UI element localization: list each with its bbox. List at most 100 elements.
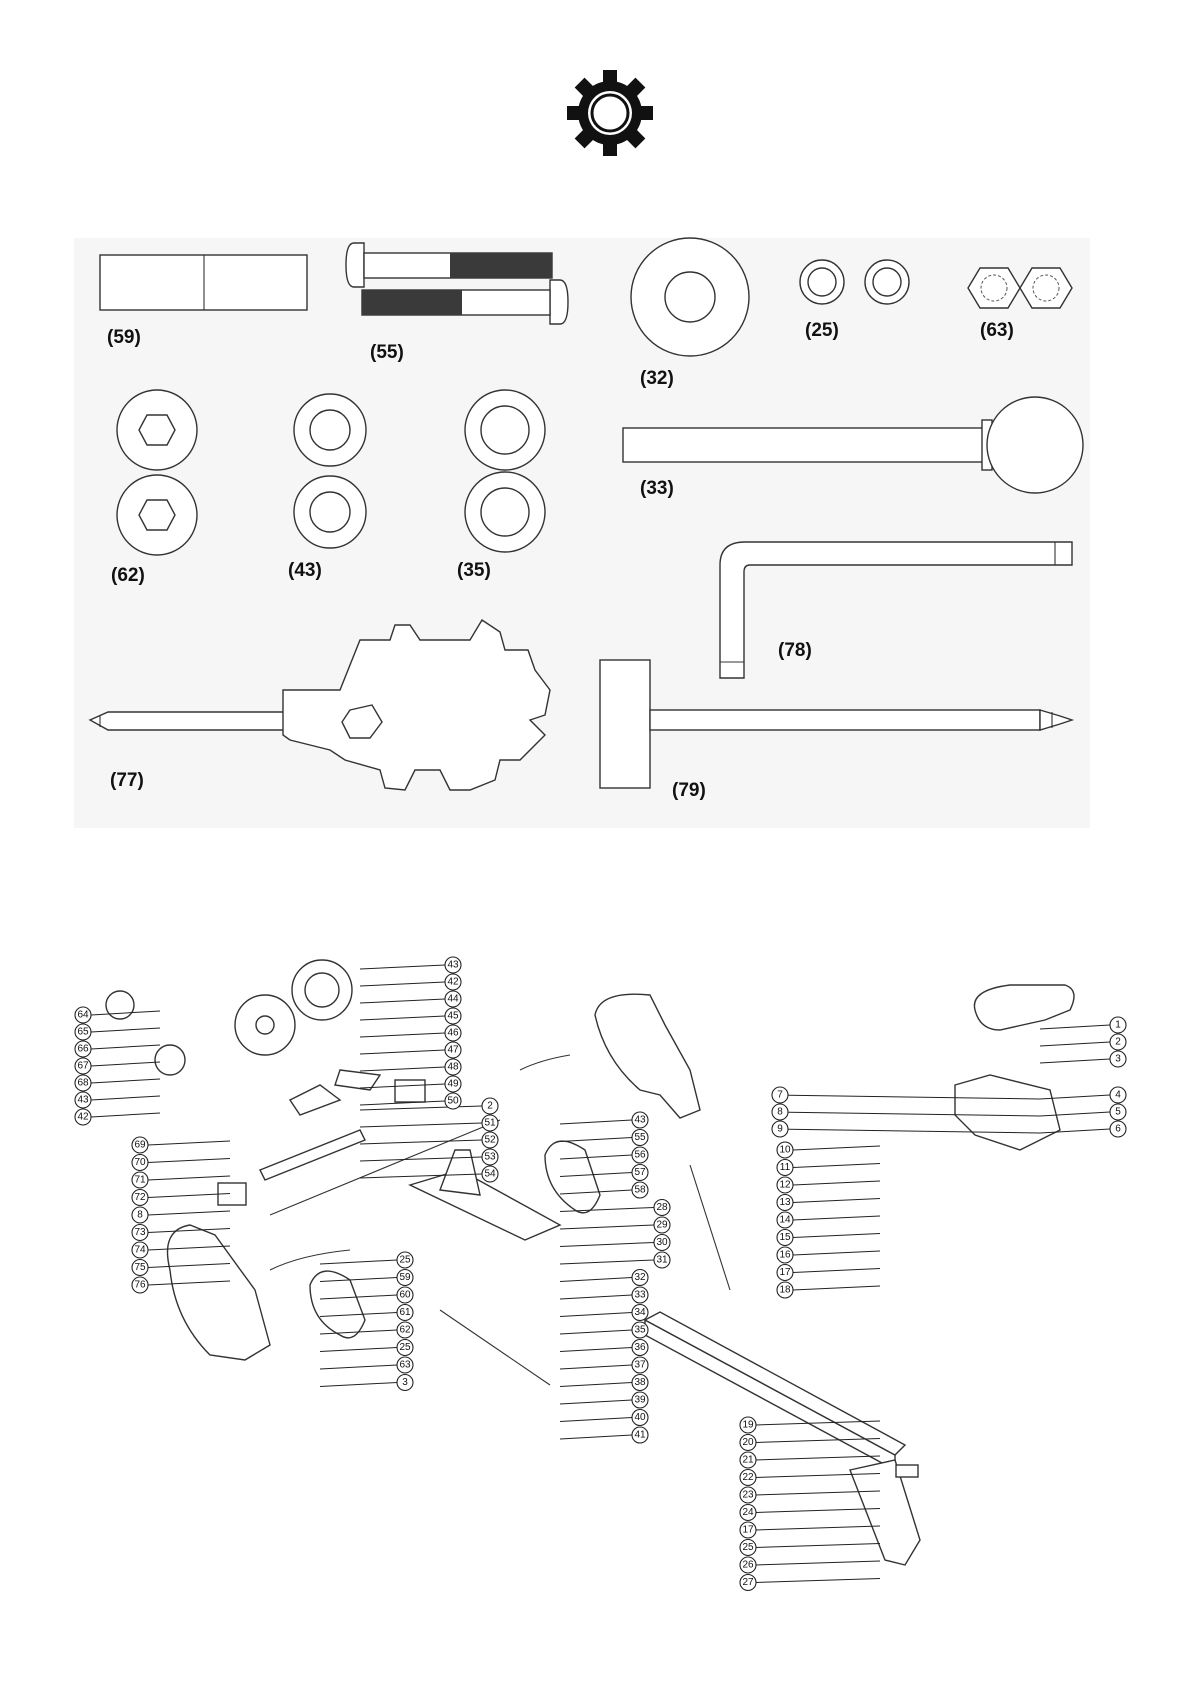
callout-leader [559, 1329, 633, 1335]
callout-bubble-22: 22 [739, 1468, 757, 1487]
callout-bubble-5: 5 [1109, 1103, 1127, 1121]
callout-leader [90, 1078, 161, 1084]
callout-number: 49 [447, 1079, 459, 1090]
callout-number: 76 [134, 1280, 146, 1291]
callout-number: 25 [399, 1342, 411, 1353]
callout-leader [755, 1543, 881, 1548]
callout-number: 16 [779, 1250, 791, 1261]
callout-leader [559, 1242, 655, 1247]
callout-number: 13 [779, 1197, 791, 1208]
label-part-79: (79) [672, 780, 706, 801]
callout-bubble-24: 24 [739, 1503, 757, 1522]
callout-leader [147, 1193, 231, 1198]
callout-leader [319, 1347, 398, 1352]
callout-bubble-51: 51 [481, 1114, 499, 1132]
callout-number: 3 [1115, 1054, 1121, 1065]
callout-leader [147, 1245, 231, 1251]
callout-number: 52 [484, 1135, 496, 1146]
callout-bubble-71: 71 [131, 1171, 149, 1189]
callout-leader [559, 1224, 655, 1230]
callout-bubble-12: 12 [776, 1176, 794, 1194]
callout-leader [319, 1312, 398, 1317]
part-78-allen-key [719, 541, 1073, 679]
callout-leader [147, 1175, 231, 1181]
callout-number: 24 [742, 1507, 754, 1518]
callout-leader [559, 1277, 633, 1282]
callout-leader [755, 1420, 881, 1426]
callout-leader [359, 998, 446, 1004]
callout-leader [147, 1140, 231, 1146]
callout-leader [792, 1233, 881, 1238]
callout-leader [359, 1139, 483, 1145]
callout-leader [359, 981, 446, 987]
callout-bubble-32: 32 [631, 1268, 649, 1287]
callout-bubble-45: 45 [444, 1007, 462, 1025]
callout-number: 32 [634, 1272, 646, 1283]
callout-bubble-74: 74 [131, 1241, 149, 1259]
callout-bubble-46: 46 [444, 1024, 462, 1042]
callout-leaders [90, 964, 1111, 1583]
callout-bubble-27: 27 [739, 1573, 757, 1592]
callout-leader [559, 1172, 633, 1177]
callout-bubble-17: 17 [776, 1263, 794, 1282]
callout-bubble-25: 25 [396, 1251, 414, 1269]
callout-leader [90, 1112, 161, 1118]
callout-bubble-41: 41 [631, 1426, 649, 1444]
part-33-pin [622, 396, 1084, 494]
callout-number: 39 [634, 1395, 646, 1406]
callout-leader [755, 1578, 881, 1583]
callout-leader [90, 1044, 161, 1050]
callout-bubble-2: 2 [481, 1097, 499, 1115]
callout-bubble-18: 18 [776, 1281, 794, 1299]
callout-number: 73 [134, 1227, 146, 1238]
callout-bubble-47: 47 [444, 1041, 462, 1059]
callout-number: 48 [447, 1062, 459, 1073]
callout-bubble-17: 17 [739, 1521, 757, 1539]
callout-leader [1039, 1041, 1111, 1047]
callout-bubble-59: 59 [396, 1268, 414, 1287]
callout-number: 43 [447, 960, 459, 971]
callout-leader [755, 1525, 881, 1531]
callout-leader [559, 1189, 633, 1195]
callout-number: 69 [134, 1140, 146, 1151]
callout-leader [792, 1268, 881, 1273]
callout-leader [1039, 1058, 1111, 1064]
label-part-32: (32) [640, 368, 674, 389]
callout-number: 8 [137, 1210, 143, 1221]
callout-bubble-2: 2 [1109, 1033, 1127, 1051]
label-part-43: (43) [288, 560, 322, 581]
callout-bubble-8: 8 [771, 1103, 789, 1121]
callout-bubble-64: 64 [74, 1006, 92, 1024]
callout-leader [559, 1312, 633, 1317]
callout-number: 27 [742, 1577, 754, 1588]
label-part-33: (33) [640, 478, 674, 499]
callout-bubble-25: 25 [396, 1338, 414, 1357]
callout-leader [559, 1137, 633, 1142]
callout-number: 60 [399, 1290, 411, 1301]
callout-leader [359, 1105, 483, 1111]
part-77-multi-tool [88, 619, 551, 791]
callout-number: 6 [1115, 1124, 1121, 1135]
callout-bubble-40: 40 [631, 1408, 649, 1427]
callout-number: 68 [77, 1078, 89, 1089]
callout-number: 65 [77, 1027, 89, 1038]
callout-number: 11 [780, 1162, 791, 1173]
callout-leader [559, 1364, 633, 1370]
callout-bubble-29: 29 [653, 1216, 671, 1234]
callout-number: 44 [447, 994, 459, 1005]
callout-bubble-28: 28 [653, 1198, 671, 1217]
callout-leader [559, 1294, 633, 1300]
callout-leader [559, 1154, 633, 1160]
callout-leader [90, 1095, 161, 1101]
callout-number: 67 [77, 1061, 89, 1072]
callout-leader [559, 1259, 655, 1265]
callout-leader [359, 1032, 446, 1038]
callout-leader [319, 1364, 398, 1370]
callout-bubble-34: 34 [631, 1303, 649, 1322]
callout-number: 54 [484, 1169, 496, 1180]
callout-number: 25 [399, 1255, 411, 1266]
callout-number: 4 [1115, 1090, 1121, 1101]
callout-bubble-69: 69 [131, 1136, 149, 1154]
callout-bubble-21: 21 [739, 1451, 757, 1469]
part-63-nuts [967, 267, 1073, 309]
